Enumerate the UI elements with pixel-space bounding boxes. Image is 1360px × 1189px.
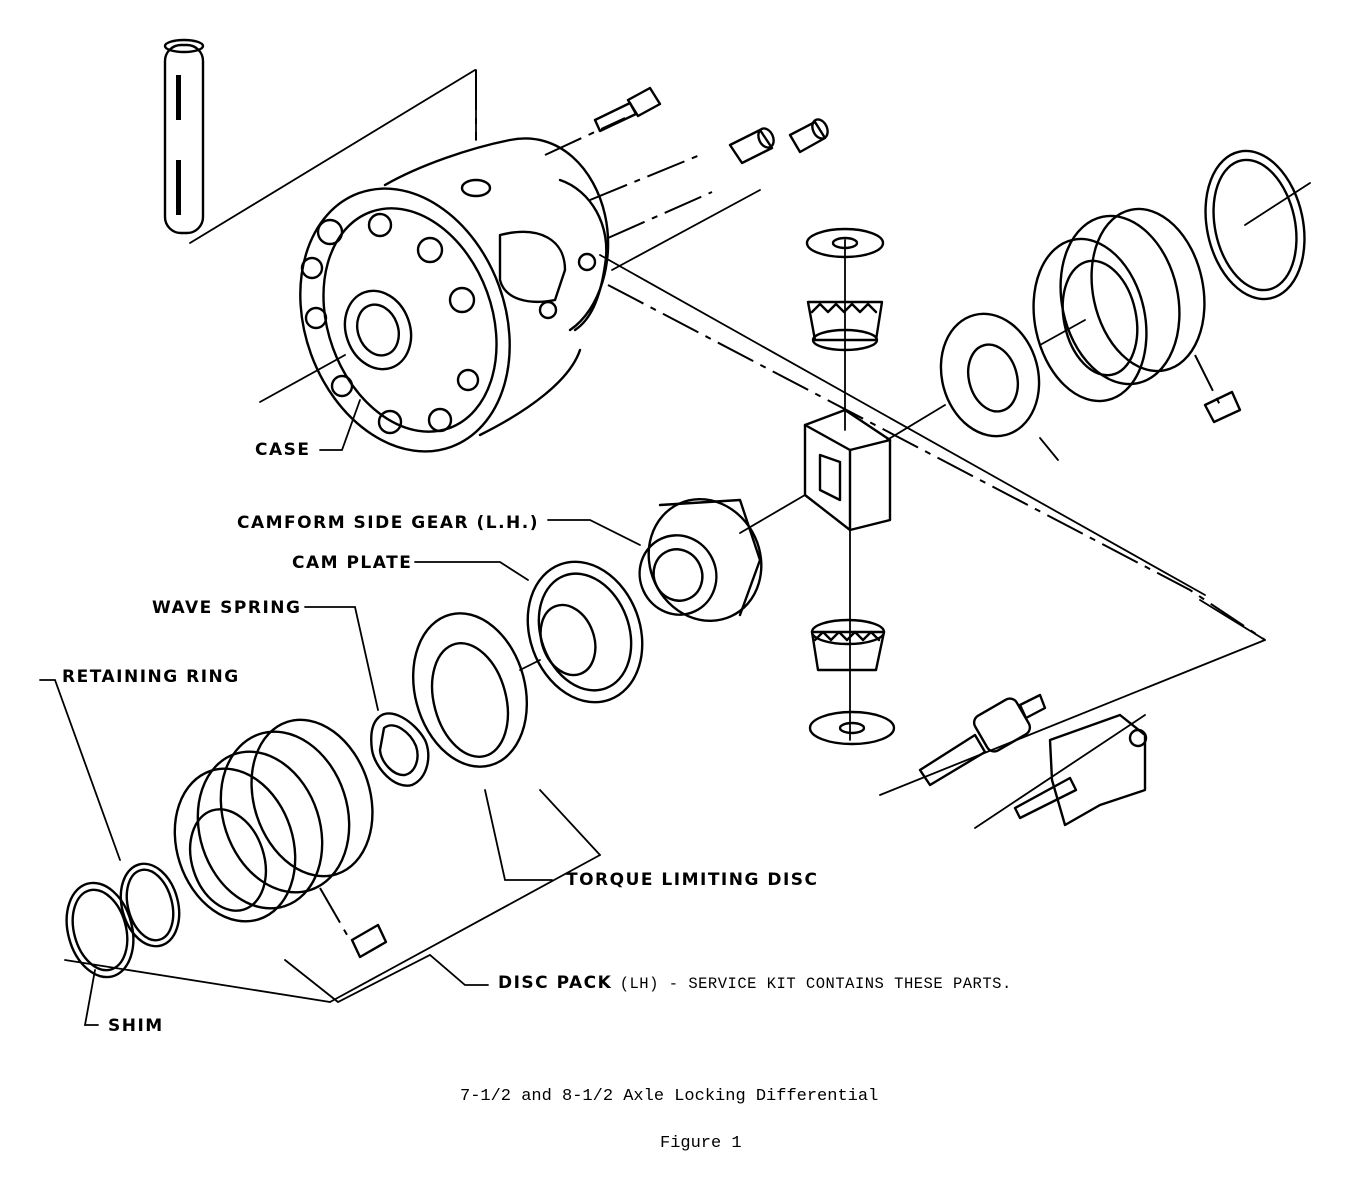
label-shim: SHIM xyxy=(108,1016,164,1036)
shim-right xyxy=(1204,149,1306,301)
figure-caption-title: 7-1/2 and 8-1/2 Axle Locking Differentia… xyxy=(460,1087,879,1106)
torque-limiting-disc xyxy=(411,612,529,768)
latching-bracket xyxy=(1013,713,1148,827)
side-gear-right xyxy=(939,312,1041,438)
disc-pack-name: DISC PACK xyxy=(498,973,613,993)
label-torque-limiting-disc: TORQUE LIMITING DISC xyxy=(566,870,819,890)
label-disc-pack: DISC PACK (LH) - SERVICE KIT CONTAINS TH… xyxy=(498,973,1012,993)
label-camform-side-gear: CAMFORM SIDE GEAR (L.H.) xyxy=(237,513,539,533)
bolt-and-plugs xyxy=(593,86,829,165)
thrust-block xyxy=(803,408,892,532)
retaining-ring xyxy=(119,862,181,948)
case-body xyxy=(299,137,610,453)
cross-shaft-pin xyxy=(163,38,205,235)
label-retaining-ring: RETAINING RING xyxy=(62,667,240,687)
label-cam-plate: CAM PLATE xyxy=(292,553,413,573)
wave-spring xyxy=(370,712,430,787)
axis-lines xyxy=(64,69,1311,1003)
shim xyxy=(65,881,135,979)
camform-side-gear xyxy=(638,497,763,623)
leader-lines xyxy=(39,399,1059,1026)
figure-caption-number: Figure 1 xyxy=(660,1134,742,1153)
pinion-parts xyxy=(805,227,896,746)
governor-assembly xyxy=(918,693,1047,787)
cam-plate xyxy=(526,560,644,704)
dash-lines xyxy=(319,70,1266,941)
label-case: CASE xyxy=(255,440,311,460)
label-wave-spring: WAVE SPRING xyxy=(152,598,302,618)
disc-pack-right xyxy=(1032,207,1242,424)
disc-pack-left xyxy=(173,718,388,959)
disc-pack-note: (LH) - SERVICE KIT CONTAINS THESE PARTS. xyxy=(619,975,1012,993)
